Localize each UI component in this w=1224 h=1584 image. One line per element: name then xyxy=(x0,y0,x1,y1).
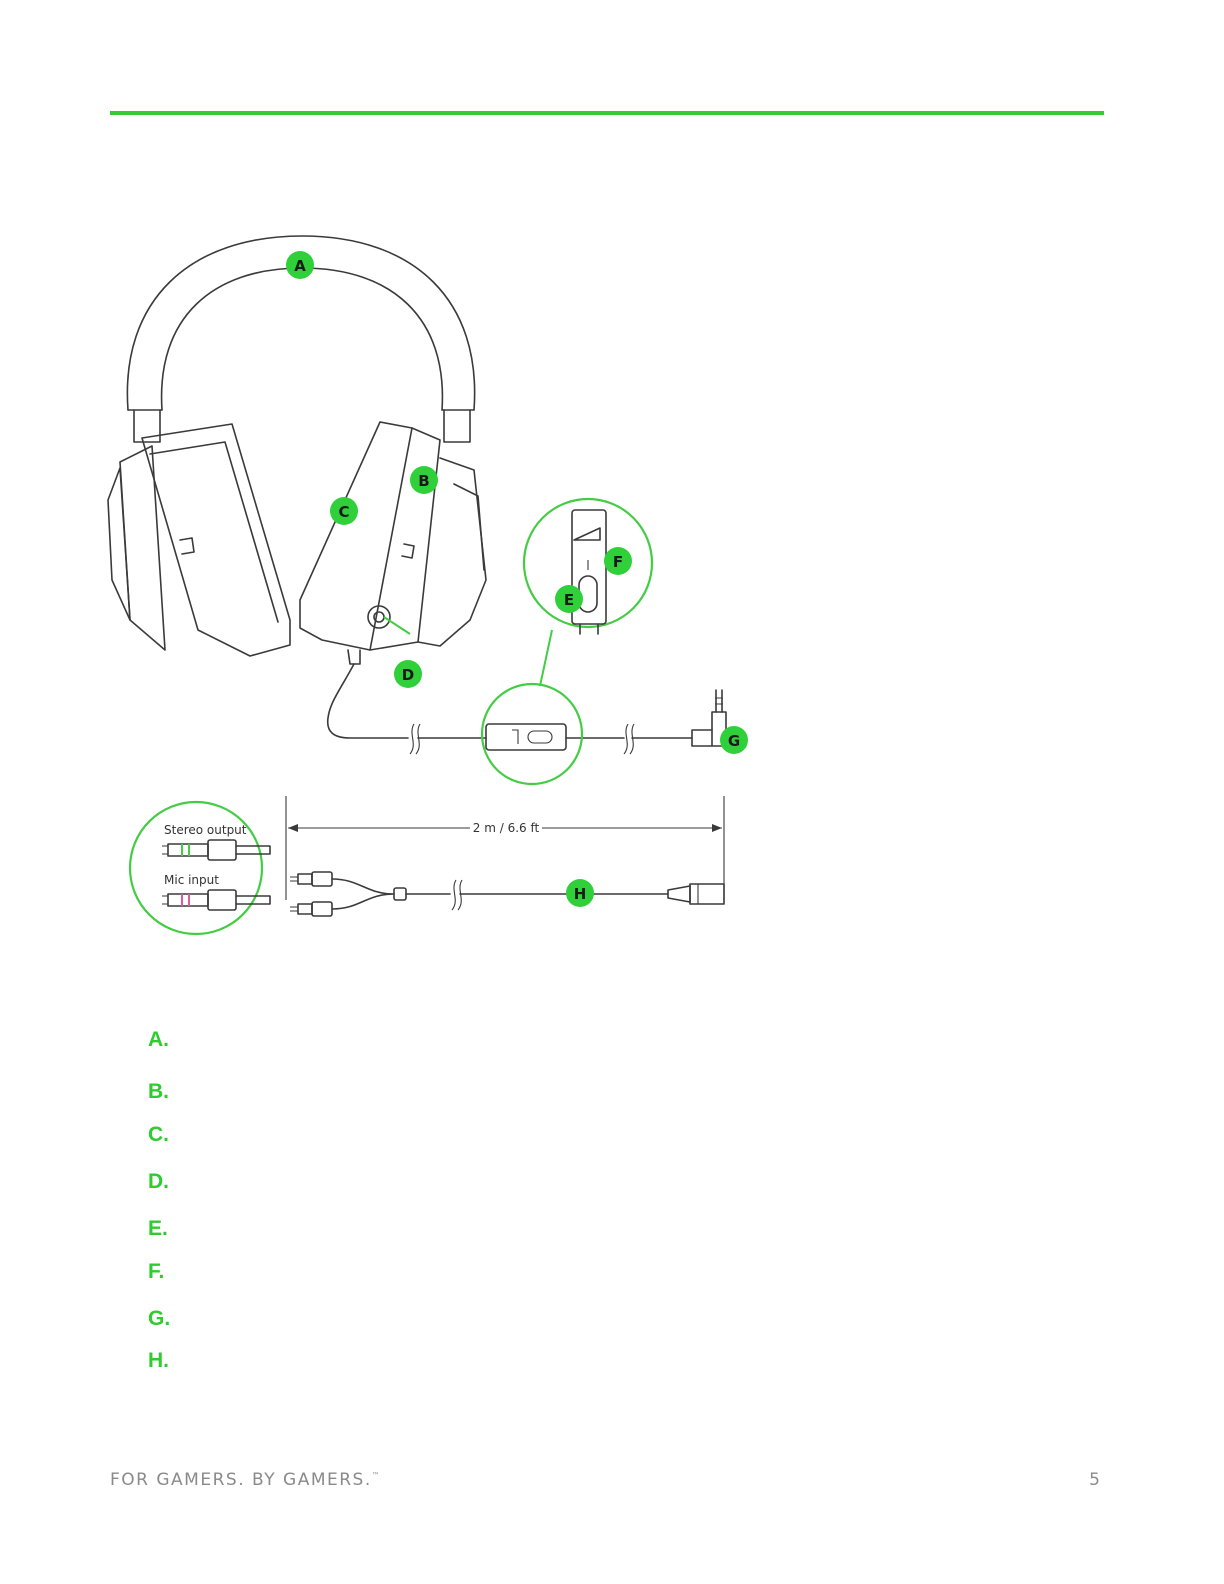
svg-text:B: B xyxy=(418,472,429,490)
svg-text:A: A xyxy=(294,257,306,275)
stereo-output-label: Stereo output xyxy=(164,823,247,837)
callout-g: G xyxy=(720,726,748,754)
callout-h: H xyxy=(566,879,594,907)
cable-length-label: 2 m / 6.6 ft xyxy=(473,821,540,835)
headset-diagram: 2 m / 6.6 ft Stereo output Mic input xyxy=(107,235,748,936)
callout-a: A xyxy=(286,251,314,279)
callout-f: F xyxy=(604,547,632,575)
legend-item-g: G. xyxy=(148,1307,171,1330)
headset-illustration xyxy=(107,235,487,665)
legend-item-b: B. xyxy=(148,1080,169,1103)
cable-length-dimension: 2 m / 6.6 ft xyxy=(285,796,725,900)
legend-item-e: E. xyxy=(148,1217,168,1240)
legend-item-d: D. xyxy=(148,1170,169,1193)
mic-input-label: Mic input xyxy=(164,873,219,887)
inline-control-zoom xyxy=(383,497,654,786)
callout-b: B xyxy=(410,466,438,494)
trademark-symbol: ™ xyxy=(371,1471,380,1480)
header-accent-rule xyxy=(110,111,1104,115)
legend-item-h: H. xyxy=(148,1349,169,1372)
callout-d: D xyxy=(394,660,422,688)
legend-item-c: C. xyxy=(148,1123,169,1146)
page-number: 5 xyxy=(1089,1470,1100,1490)
svg-text:C: C xyxy=(338,503,349,521)
headset-cable xyxy=(326,663,727,755)
callout-c: C xyxy=(330,497,358,525)
svg-text:F: F xyxy=(613,553,623,571)
splitter-plugs-zoom: Stereo output Mic input xyxy=(128,800,271,936)
svg-text:E: E xyxy=(564,591,574,609)
callout-e: E xyxy=(555,585,583,613)
footer-tagline: FOR GAMERS. BY GAMERS.™ xyxy=(110,1470,380,1490)
splitter-cable xyxy=(290,871,725,917)
svg-text:D: D xyxy=(402,666,414,684)
svg-text:G: G xyxy=(728,732,740,750)
svg-text:H: H xyxy=(574,885,587,903)
legend-item-f: F. xyxy=(148,1260,165,1283)
legend-item-a: A. xyxy=(148,1028,169,1051)
